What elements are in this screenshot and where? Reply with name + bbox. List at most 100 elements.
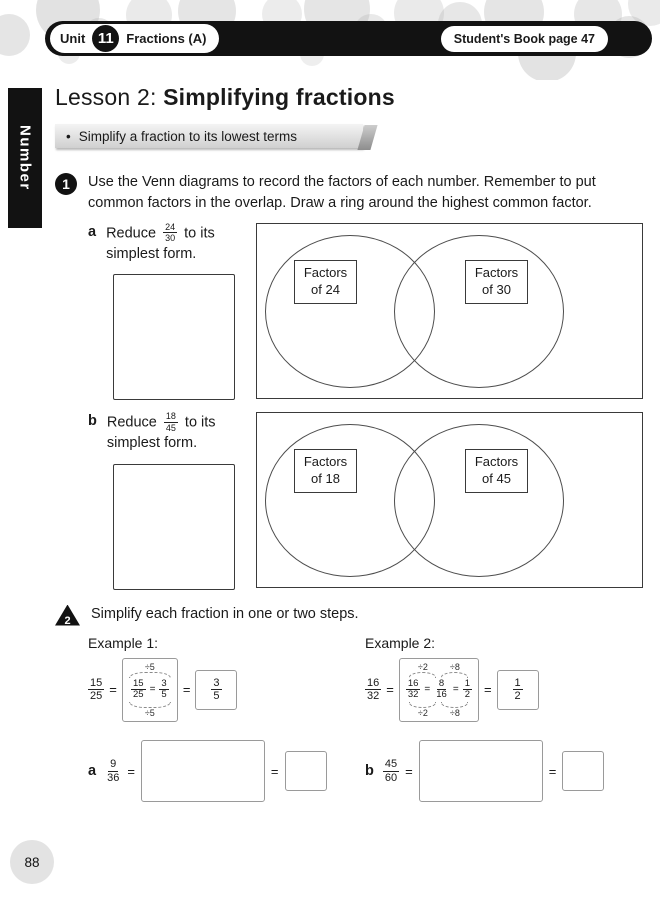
ribbon-fold [357, 125, 378, 150]
book-reference-pill: Student's Book page 47 [440, 25, 608, 52]
divisor-label: ÷2 [417, 661, 428, 672]
unit-number-badge: 11 [92, 25, 120, 52]
divisor-label: ÷2 [417, 708, 428, 719]
numerator: 15 [130, 677, 146, 691]
numerator: 3 [159, 677, 169, 691]
unit-title: Fractions (A) [126, 31, 207, 46]
divisor-label: ÷8 [449, 708, 460, 719]
text-before-fraction: Reduce [106, 414, 157, 431]
equals-sign: = [483, 682, 492, 698]
unit-pill: Unit 11 Fractions (A) [50, 24, 220, 53]
denominator: 16 [436, 689, 447, 701]
numerator: 16 [405, 677, 421, 691]
denominator: 30 [165, 233, 176, 244]
question-2-number: 2 [64, 614, 71, 627]
example-1-label: Example 1: [88, 634, 159, 651]
question-2: 2 Simplify each fraction in one or two s… [55, 604, 643, 803]
venn-diagram-1b: Factors of 18 Factors of 45 [256, 412, 643, 589]
question-1-number-badge: 1 [55, 173, 77, 195]
equals-sign: = [405, 763, 413, 779]
lesson-title: Lesson 2: Simplifying fractions [55, 84, 643, 111]
divide-step: ÷8 [441, 702, 469, 719]
unit-label: Unit [60, 31, 86, 46]
equals-sign: = [149, 684, 156, 696]
part-label: a [88, 763, 97, 780]
divide-step: ÷2 [409, 661, 437, 678]
numerator: 24 [163, 222, 178, 234]
denominator: 36 [107, 771, 120, 784]
answer-box-2a [284, 751, 327, 792]
numerator: 9 [108, 758, 119, 772]
unit-bar: Unit 11 Fractions (A) Student's Book pag… [45, 21, 652, 56]
part-label: b [88, 413, 97, 430]
equals-sign: = [452, 684, 459, 696]
venn-label-left: Factors of 24 [294, 260, 357, 304]
answer-box-1b [113, 463, 235, 590]
objective-ribbon: • Simplify a fraction to its lowest term… [55, 124, 378, 150]
text-after-fraction: to its simplest form. [106, 225, 215, 262]
lesson-title-prefix: Lesson 2: [55, 84, 164, 110]
divisor-arrows-bottom: ÷2 ÷8 [409, 702, 469, 719]
venn-label-left: Factors of 18 [294, 449, 357, 494]
divide-step: ÷5 [128, 702, 171, 718]
question-1-header: 1 Use the Venn diagrams to record the fa… [55, 172, 643, 214]
question-2-header: 2 Simplify each fraction in one or two s… [55, 604, 643, 627]
part-label: b [365, 763, 374, 780]
denominator: 25 [132, 689, 144, 701]
numerator: 8 [436, 677, 447, 691]
numerator: 1 [512, 676, 523, 691]
numerator: 1 [462, 677, 472, 691]
divisor-label: ÷8 [449, 661, 460, 672]
venn-label-right: Factors of 30 [465, 260, 528, 304]
page-header: Unit 11 Fractions (A) Student's Book pag… [0, 0, 660, 80]
answer-box-1a [113, 274, 235, 401]
equals-sign: = [109, 682, 117, 698]
venn-diagram-1a: Factors of 24 Factors of 30 [256, 223, 643, 400]
denominator: 2 [514, 690, 521, 703]
denominator: 25 [90, 690, 103, 703]
divide-step: ÷8 [441, 661, 469, 678]
numerator: 3 [211, 676, 222, 691]
denominator: 32 [407, 689, 419, 701]
strand-tab: Number [8, 88, 42, 228]
dashed-arrow-icon [409, 671, 437, 678]
numerator: 45 [382, 758, 400, 772]
page-number-badge: 88 [10, 840, 54, 884]
denominator: 5 [213, 690, 220, 703]
text-after-fraction: to its simplest form. [106, 414, 216, 451]
page-number: 88 [24, 854, 40, 870]
denominator: 2 [464, 689, 470, 701]
venn-circle-right [394, 235, 564, 389]
equals-sign: = [182, 682, 191, 698]
lesson-title-main: Simplifying fractions [163, 84, 395, 110]
objective-text: Simplify a fraction to its lowest terms [78, 128, 298, 144]
venn-circle-right [394, 424, 564, 578]
equals-sign: = [270, 763, 279, 779]
